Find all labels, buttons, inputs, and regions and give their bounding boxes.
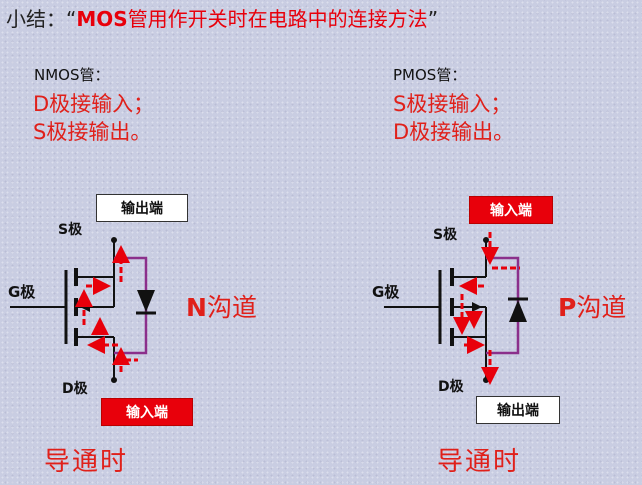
- pmos-symbol: [384, 232, 528, 385]
- nmos-input-box: 输入端: [101, 398, 193, 426]
- nmos-symbol: [10, 237, 156, 383]
- title-quote-open: “: [66, 7, 77, 31]
- title-quote-close: ”: [427, 7, 439, 31]
- nmos-g-pin-label: G极: [8, 283, 36, 301]
- nmos-condition-label: 导通时: [44, 447, 129, 477]
- pmos-channel-text: 沟道: [576, 293, 627, 322]
- title-prefix: 小结：: [6, 7, 66, 31]
- nmos-output-box: 输出端: [96, 194, 188, 222]
- pmos-output-box: 输出端: [476, 396, 560, 424]
- pmos-condition-label: 导通时: [437, 447, 522, 477]
- nmos-channel-text: 沟道: [206, 293, 257, 322]
- title-mos: MOS: [76, 7, 128, 31]
- title-rest: 管用作开关时在电路中的连接方法: [127, 7, 428, 31]
- pmos-input-box: 输入端: [469, 196, 553, 224]
- pmos-channel-letter: P: [558, 293, 577, 322]
- pmos-s-pin-label: S极: [433, 227, 458, 243]
- pmos-header: PMOS管：: [393, 66, 467, 84]
- nmos-channel-letter: N: [186, 293, 207, 322]
- nmos-channel-label: N沟道: [186, 288, 257, 324]
- page-title: 小结：“MOS管用作开关时在电路中的连接方法”: [6, 3, 438, 32]
- nmos-rule-2: S极接输出。: [33, 120, 152, 144]
- pmos-rule-2: D极接输出。: [393, 120, 515, 144]
- nmos-s-pin-label: S极: [58, 222, 83, 238]
- pmos-g-pin-label: G极: [372, 283, 400, 301]
- pmos-d-pin-label: D极: [438, 379, 464, 395]
- nmos-rule-1: D极接输入；: [33, 92, 155, 116]
- pmos-rule-1: S极接输入；: [393, 92, 512, 116]
- pmos-channel-label: P沟道: [558, 288, 626, 324]
- nmos-header: NMOS管：: [34, 66, 110, 84]
- nmos-d-pin-label: D极: [62, 381, 88, 397]
